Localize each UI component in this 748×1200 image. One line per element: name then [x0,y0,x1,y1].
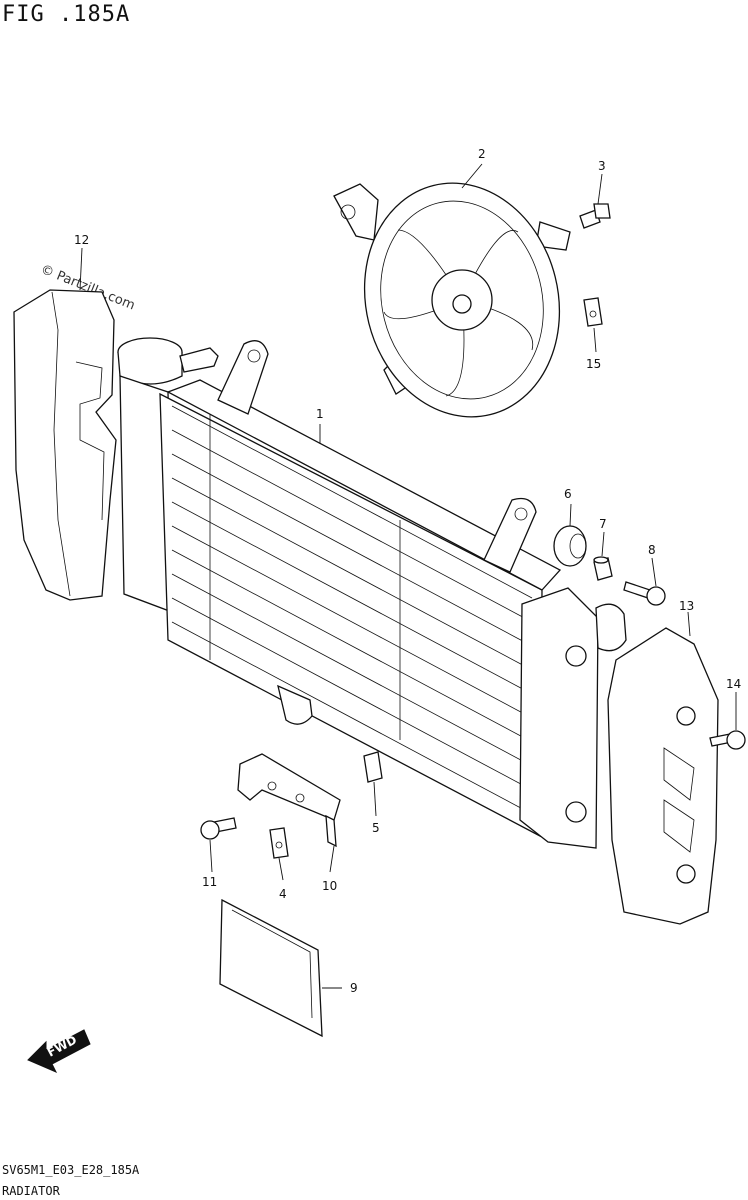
callout-4: 4 [279,887,287,901]
callout-15: 15 [586,357,601,371]
left-side-cover[interactable] [13,289,117,601]
figure-code: SV65M1_E03_E28_185A [2,1163,140,1177]
callout-1: 1 [316,407,324,421]
callout-2: 2 [478,147,486,161]
fan-nut[interactable] [583,297,603,327]
radiator-fan[interactable] [333,162,584,437]
fwd-arrow: FWD [27,1029,91,1073]
callout-12: 12 [74,233,89,247]
figure-name: RADIATOR [2,1184,60,1198]
radiator[interactable] [119,340,627,849]
callout-11: 11 [202,875,217,889]
callout-8: 8 [648,543,656,557]
callout-13: 13 [679,599,694,613]
lower-nut[interactable] [269,827,289,859]
right-side-cover[interactable] [607,627,719,925]
callout-9: 9 [350,981,358,995]
lower-bolt[interactable] [200,817,237,840]
fan-bolt[interactable] [579,203,611,229]
right-bolt[interactable] [709,730,746,750]
figure-title: FIG .185A [2,2,131,27]
guard-plate[interactable] [219,898,323,1038]
callout-3: 3 [598,159,606,173]
leader-lines [79,163,737,989]
callout-6: 6 [564,487,572,501]
center-clip[interactable] [363,751,383,783]
lower-bracket[interactable] [237,753,341,848]
callout-7: 7 [599,517,607,531]
collar[interactable] [593,556,613,581]
grommet[interactable] [553,525,587,567]
callout-10: 10 [322,879,337,893]
callout-5: 5 [372,821,380,835]
side-bolt[interactable] [623,581,666,606]
radiator-cap [117,337,219,385]
callout-14: 14 [726,677,741,691]
